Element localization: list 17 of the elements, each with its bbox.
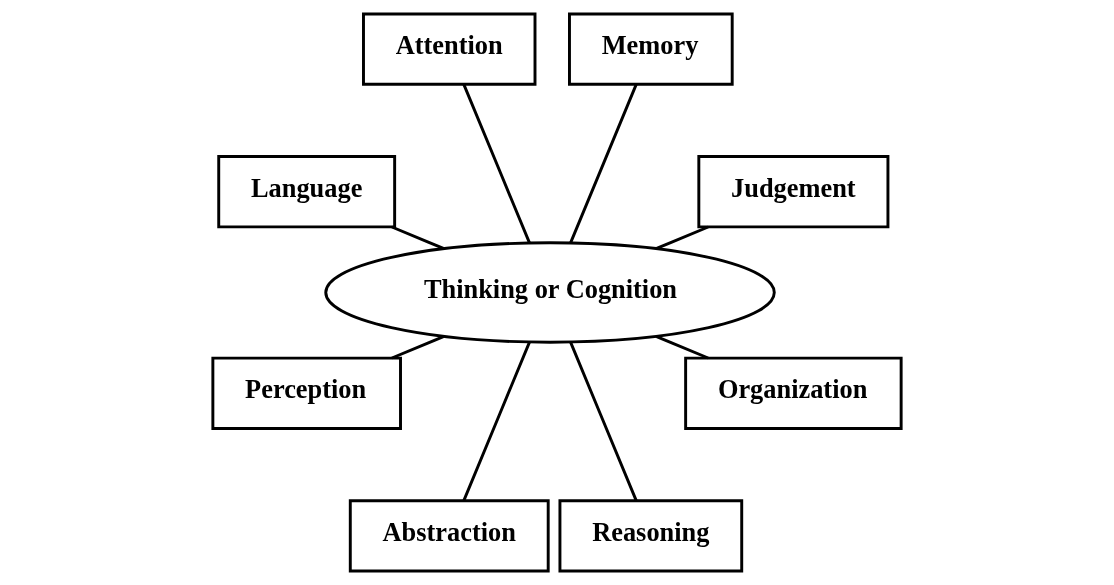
connector (569, 83, 638, 244)
node-box: Abstraction (348, 499, 550, 573)
connector (462, 341, 531, 502)
node-box: Organization (684, 356, 903, 430)
connector (655, 225, 709, 250)
node-box: Perception (211, 356, 402, 430)
connector (462, 83, 531, 244)
node-box: Language (217, 155, 397, 229)
node-box: Reasoning (558, 499, 744, 573)
connector (569, 341, 638, 502)
node-box: Attention (362, 12, 537, 86)
connector (655, 335, 709, 360)
connector (391, 225, 445, 250)
node-box: Judgement (697, 155, 890, 229)
connector (391, 335, 445, 360)
node-ellipse: Thinking or Cognition (324, 241, 776, 344)
node-box: Memory (568, 12, 734, 86)
